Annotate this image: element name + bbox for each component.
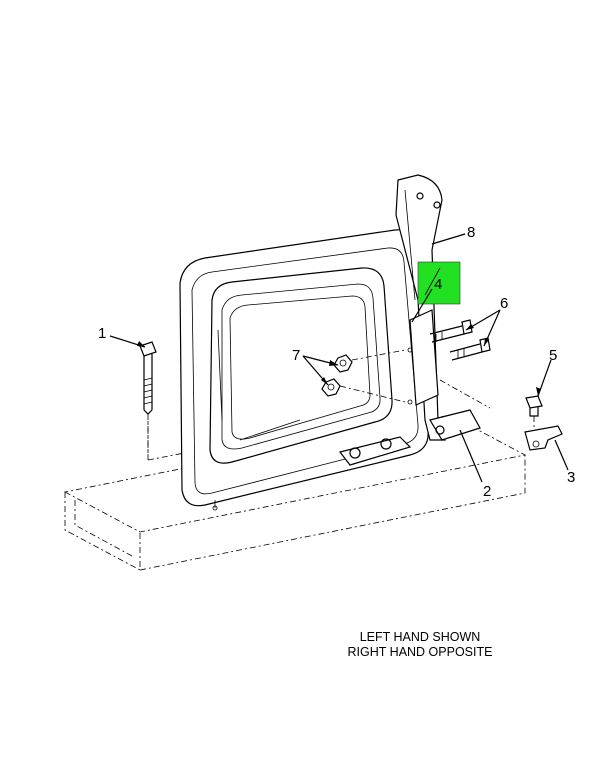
callout-5: 5 — [549, 347, 557, 364]
frame-rail-phantom — [63, 379, 527, 571]
bolts-part-6 — [429, 319, 491, 361]
caption-line-1: LEFT HAND SHOWN — [359, 630, 481, 644]
nuts-part-7 — [321, 349, 406, 403]
callout-8: 8 — [467, 224, 475, 241]
arrowheads — [137, 324, 541, 396]
caption-line-2: RIGHT HAND OPPOSITE — [347, 645, 493, 659]
callout-3: 3 — [567, 469, 575, 486]
callout-2: 2 — [483, 483, 491, 500]
callout-7: 7 — [292, 347, 300, 364]
callout-1: 1 — [98, 325, 106, 342]
fender-panel — [179, 229, 429, 511]
callout-6: 6 — [500, 295, 508, 312]
bolt-part-1 — [139, 341, 157, 455]
callout-4: 4 — [434, 276, 442, 293]
clip-part-3 — [524, 425, 563, 451]
